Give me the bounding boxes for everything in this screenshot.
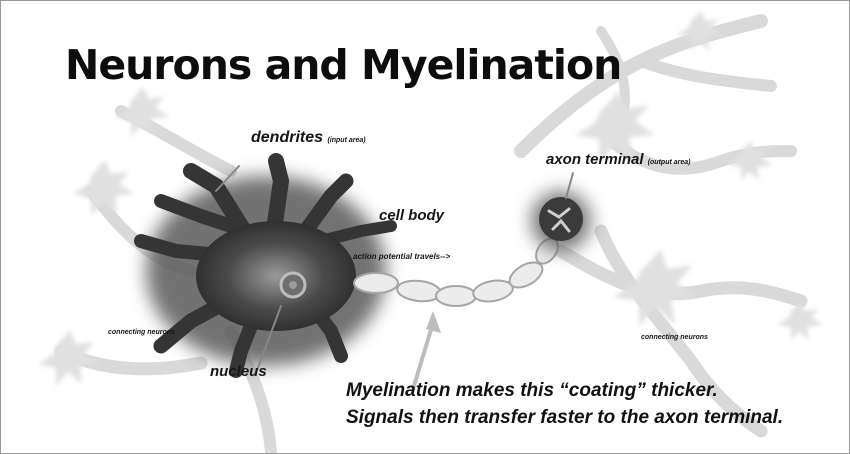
- caption-line-1: Myelination makes this “coating” thicker…: [346, 380, 718, 401]
- cell-body-label: cell body: [379, 207, 445, 224]
- caption: Myelination makes this “coating” thicker…: [346, 377, 783, 431]
- connecting-neurons-left-label: connecting neurons: [108, 329, 175, 336]
- background-neuron-bodies: [38, 11, 823, 386]
- page-title: Neurons and Myelination: [65, 41, 622, 89]
- pointer-lines: [215, 165, 574, 374]
- nucleus-label: nucleus: [210, 363, 267, 380]
- connecting-neurons-right-label: connecting neurons: [641, 334, 708, 341]
- axon-terminal-label: axon terminal (output area): [546, 151, 690, 168]
- myelin-sheath: [353, 237, 559, 307]
- dendrites-note: (input area): [327, 137, 366, 144]
- cell-body: [196, 221, 356, 331]
- dendrites-label: dendrites (input area): [251, 129, 366, 147]
- axon-terminal-text: axon terminal: [546, 151, 644, 168]
- caption-line-2: Signals then transfer faster to the axon…: [346, 407, 784, 428]
- axon-terminal-note: (output area): [647, 159, 691, 166]
- dendrites-text: dendrites: [251, 129, 324, 146]
- caption-arrow-icon: [411, 311, 441, 390]
- action-potential-label: action potential travels-->: [353, 252, 451, 261]
